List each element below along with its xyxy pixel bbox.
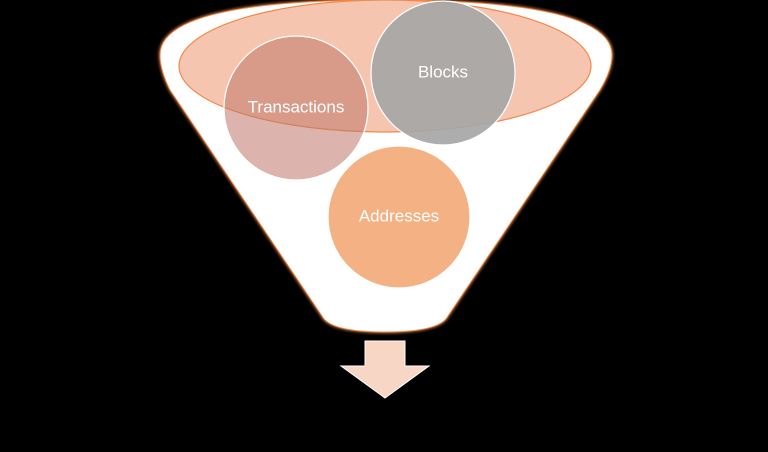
down-arrow-icon: [339, 340, 431, 399]
addresses-label: Addresses: [359, 206, 439, 225]
blocks-label: Blocks: [418, 62, 468, 81]
circle-blocks: Blocks: [370, 0, 516, 146]
circle-transactions: Transactions: [223, 35, 369, 181]
transactions-label: Transactions: [248, 97, 345, 116]
circle-addresses: Addresses: [327, 145, 471, 289]
